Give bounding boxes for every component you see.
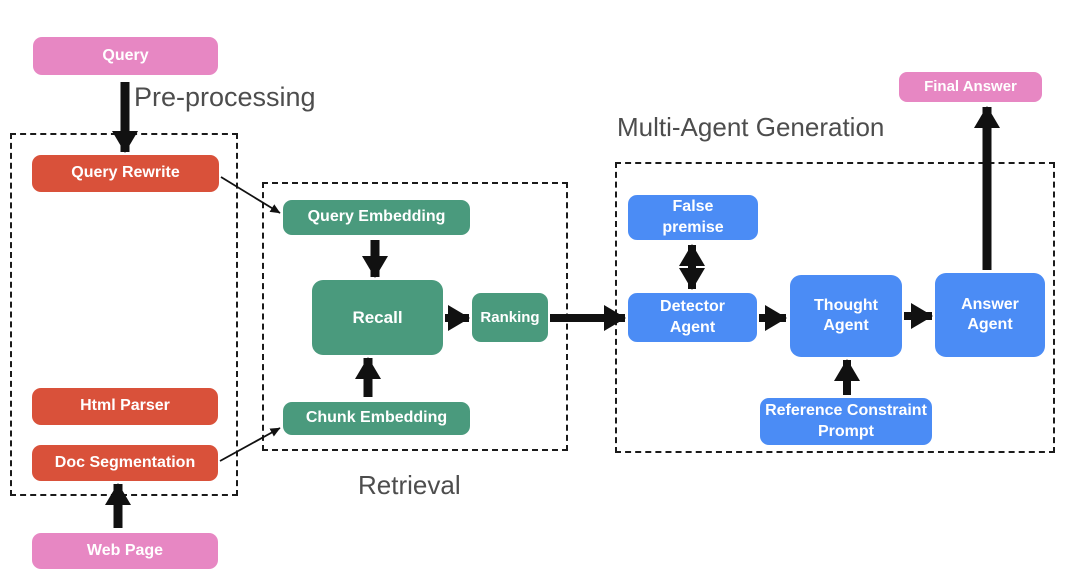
label-preprocessing: Pre-processing bbox=[134, 82, 316, 112]
node-chunk-embedding: Chunk Embedding bbox=[283, 402, 470, 435]
node-reference-constraint-prompt: Reference Constraint Prompt bbox=[760, 398, 932, 445]
node-html-parser: Html Parser bbox=[32, 388, 218, 425]
node-doc-segmentation: Doc Segmentation bbox=[32, 445, 218, 481]
node-answer-agent: Answer Agent bbox=[935, 273, 1045, 357]
label-multi-agent-generation: Multi-Agent Generation bbox=[617, 112, 885, 142]
node-web-page: Web Page bbox=[32, 533, 218, 569]
node-detector-agent: Detector Agent bbox=[628, 293, 757, 342]
node-ranking: Ranking bbox=[472, 293, 548, 342]
label-retrieval: Retrieval bbox=[358, 470, 461, 500]
node-query: Query bbox=[33, 37, 218, 75]
node-false-premise: False premise bbox=[628, 195, 758, 240]
node-thought-agent: Thought Agent bbox=[790, 275, 902, 357]
node-recall: Recall bbox=[312, 280, 443, 355]
node-final-answer: Final Answer bbox=[899, 72, 1042, 102]
node-query-embedding: Query Embedding bbox=[283, 200, 470, 235]
node-query-rewrite: Query Rewrite bbox=[32, 155, 219, 192]
